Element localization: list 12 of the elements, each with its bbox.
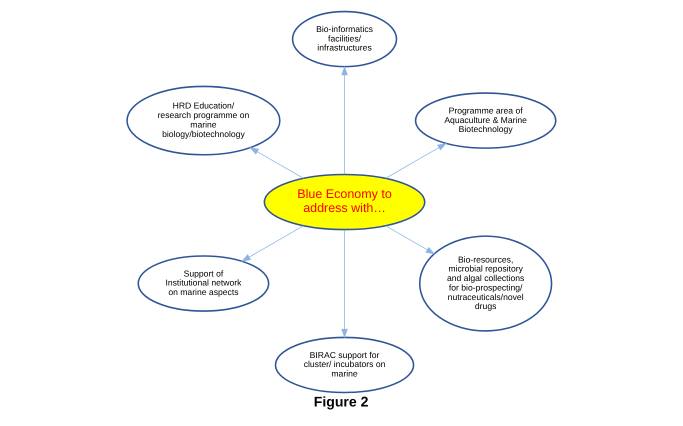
node-ellipse: Blue Economy to address with… <box>264 174 426 230</box>
arrow <box>341 230 348 338</box>
node-ellipse: Bio-informatics facilities/ infrastructures <box>292 10 398 68</box>
arrow <box>385 225 436 254</box>
caption: Figure 2 <box>314 393 368 410</box>
node-ellipse: BIRAC support for cluster/ incubators on marine <box>274 336 414 394</box>
arrow <box>249 147 304 179</box>
arrow <box>241 225 304 262</box>
node-ellipse: Programme area of Aquaculture & Marine Biotechnology <box>414 92 556 149</box>
arrow <box>385 142 447 179</box>
node-ellipse: Bio-resources, microbial repository and algal collections for bio-prospecting/ nutraceuticals/novel drugs <box>418 235 552 332</box>
arrow <box>341 66 348 174</box>
